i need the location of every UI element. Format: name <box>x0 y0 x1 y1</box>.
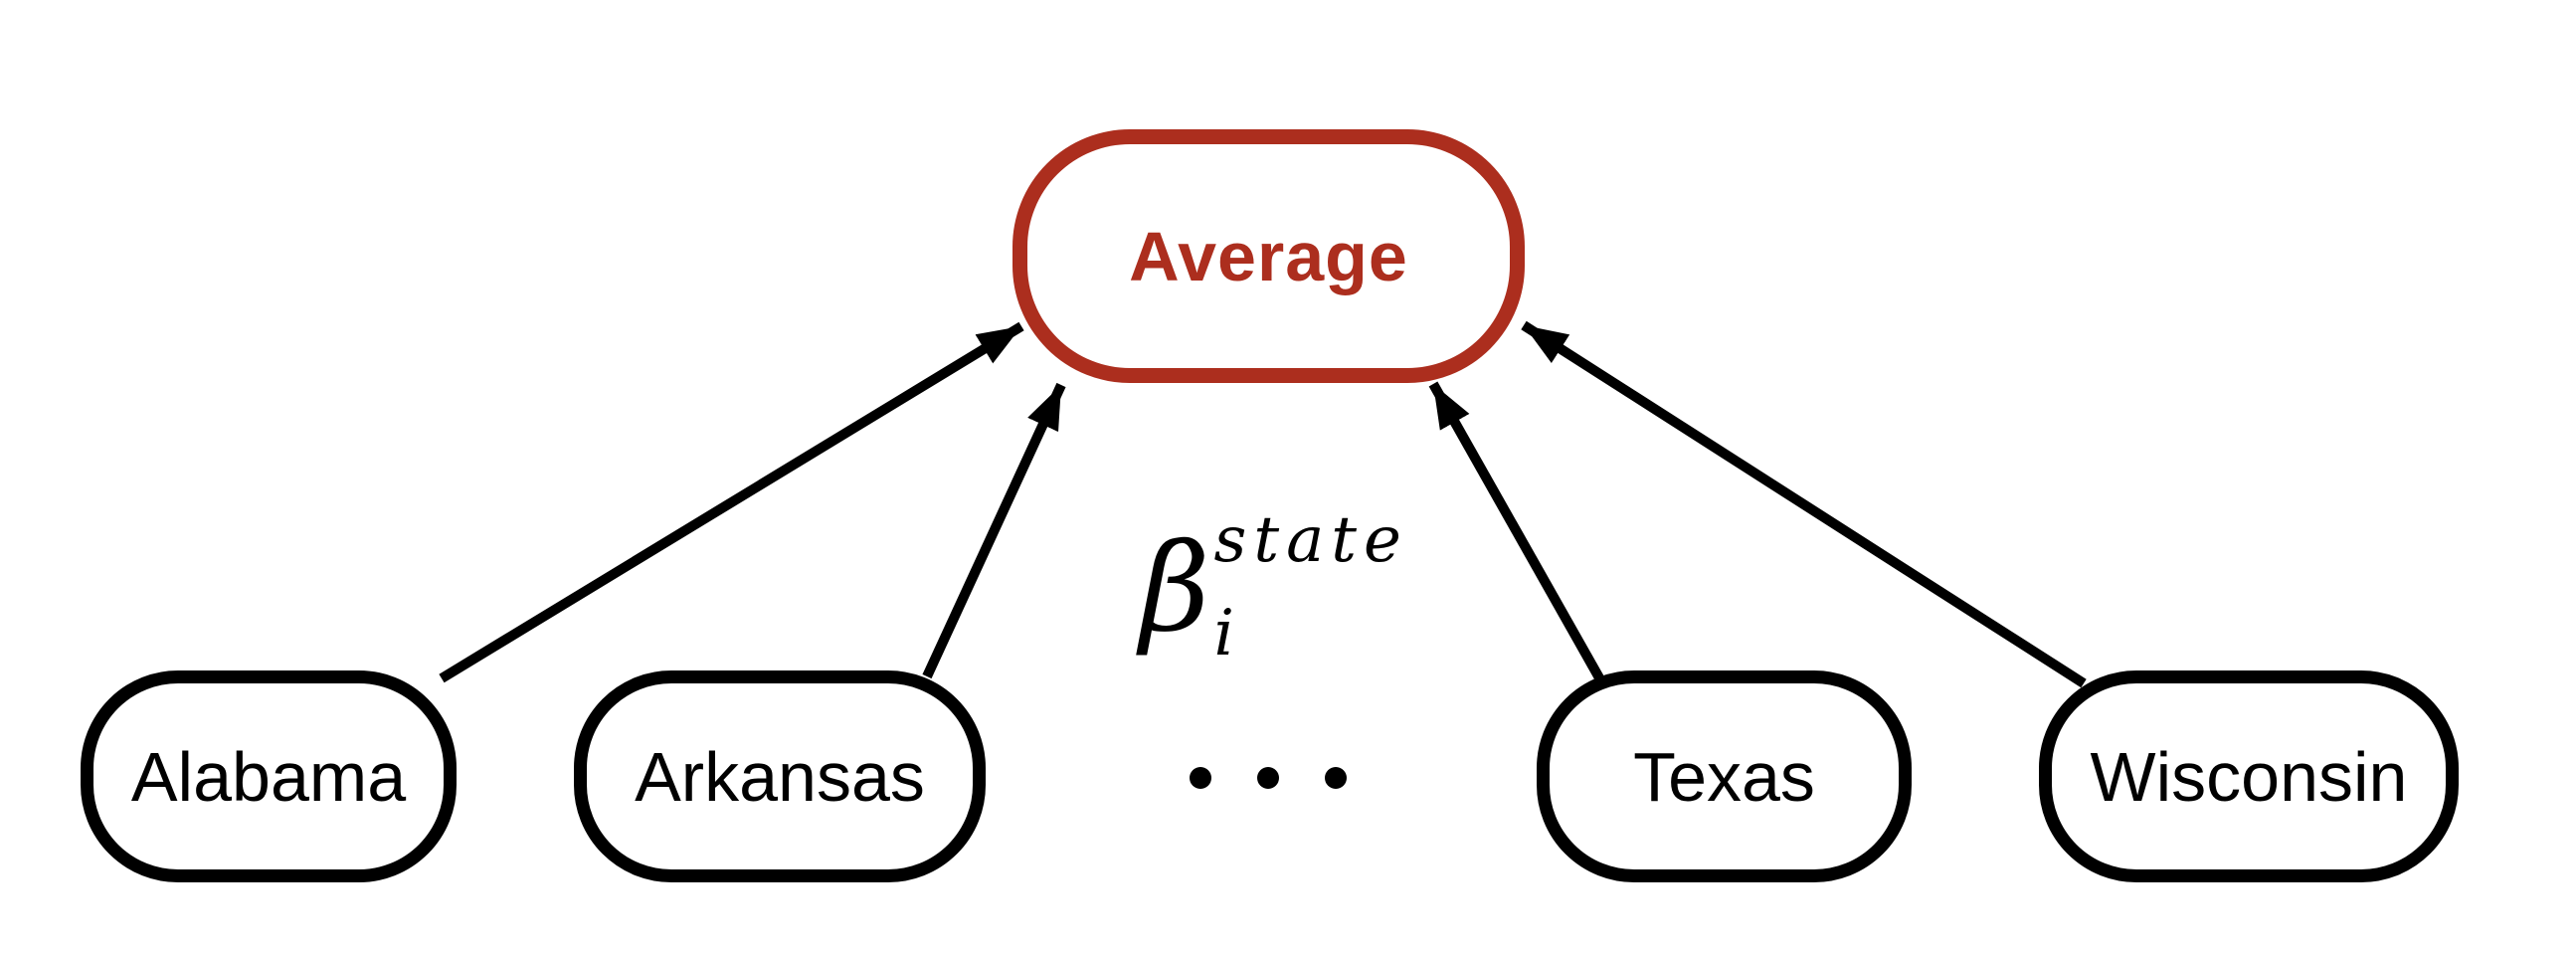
ellipsis-dot <box>1190 767 1211 789</box>
ellipsis-dot <box>1325 767 1347 789</box>
node-alabama-label: Alabama <box>130 737 407 816</box>
coefficient-base: β <box>1140 517 1210 659</box>
node-arkansas-label: Arkansas <box>635 737 925 816</box>
node-arkansas: Arkansas <box>574 670 986 882</box>
node-wisconsin: Wisconsin <box>2039 670 2459 882</box>
edge-texas-to-average <box>1428 381 1606 684</box>
node-texas-label: Texas <box>1633 737 1815 816</box>
coefficient-subscript: i <box>1213 597 1241 670</box>
ellipsis-dot <box>1257 767 1279 789</box>
edge-alabama-to-average <box>439 321 1024 683</box>
node-average-label: Average <box>1129 217 1408 295</box>
node-wisconsin-label: Wisconsin <box>2090 737 2408 816</box>
ellipsis-dots <box>1190 767 1347 789</box>
coefficient-superscript: state <box>1213 503 1408 577</box>
edge-arkansas-to-average <box>922 382 1066 679</box>
node-average: Average <box>1012 129 1525 383</box>
node-texas: Texas <box>1537 670 1912 882</box>
node-alabama: Alabama <box>81 670 457 882</box>
edge-wisconsin-to-average <box>1521 320 2087 688</box>
